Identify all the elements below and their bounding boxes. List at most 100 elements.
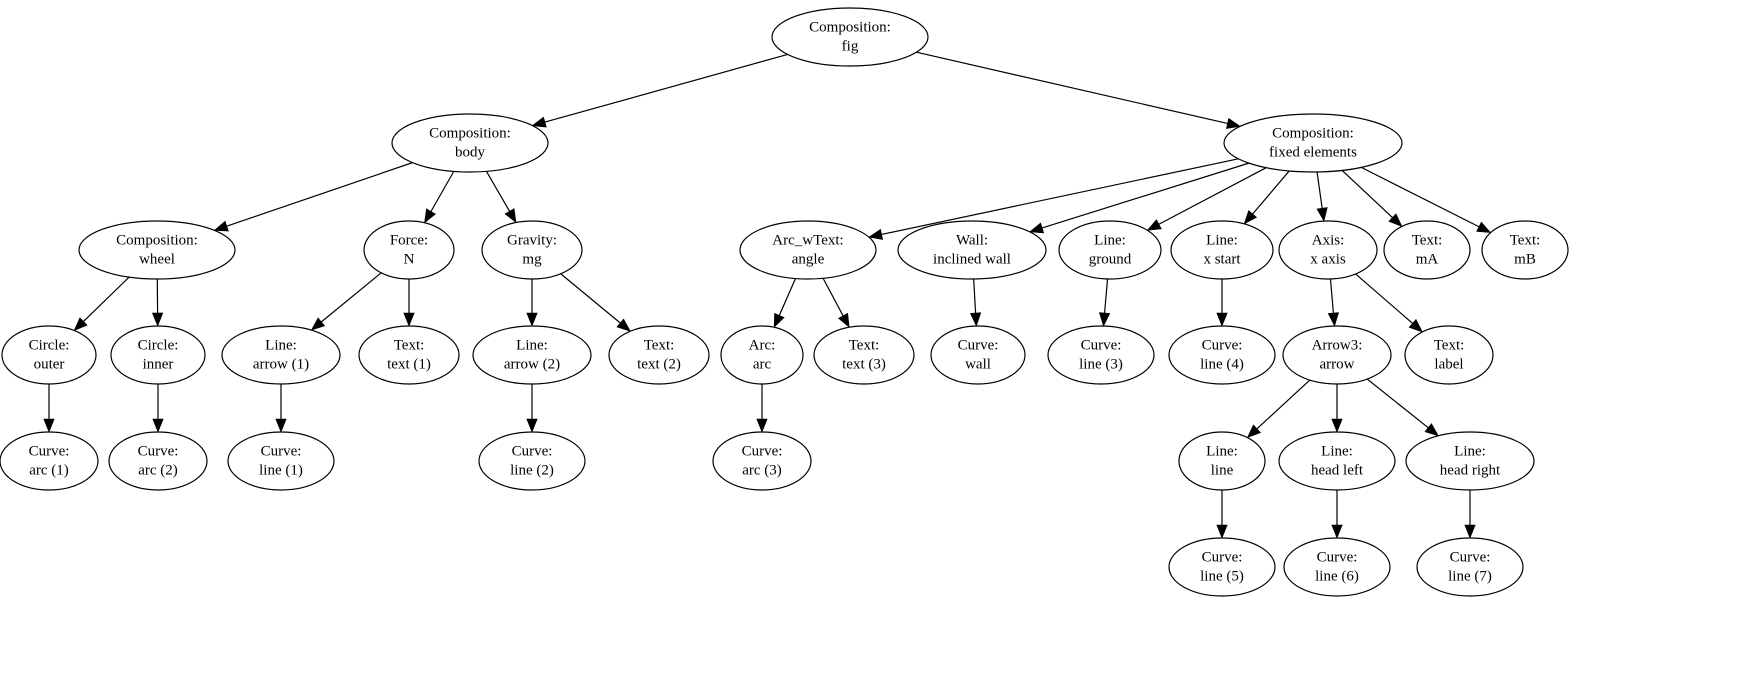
edge-gravitymg-to-linearrow2 <box>526 279 538 327</box>
node-ellipse[interactable] <box>472 325 592 385</box>
node-ellipse[interactable] <box>478 431 586 491</box>
node-arrow3[interactable]: Arrow3:arrow <box>1282 325 1392 385</box>
node-curvearc3[interactable]: Curve:arc (3) <box>712 431 812 491</box>
arrowhead-icon <box>1316 207 1328 222</box>
edge-line <box>1329 278 1335 314</box>
node-arcwtext[interactable]: Arc_wText:angle <box>739 220 877 280</box>
node-ellipse[interactable] <box>813 325 915 385</box>
node-texttext2[interactable]: Text:text (2) <box>608 325 710 385</box>
node-ellipse[interactable] <box>1278 431 1396 491</box>
node-axisx[interactable]: Axis:x axis <box>1278 220 1378 280</box>
arrowhead-icon <box>403 312 415 327</box>
node-circleinner[interactable]: Circle:inner <box>110 325 206 385</box>
node-fixed[interactable]: Composition:fixed elements <box>1223 113 1403 173</box>
node-forcen[interactable]: Force:N <box>363 220 455 280</box>
node-ellipse[interactable] <box>1383 220 1471 280</box>
node-wall[interactable]: Wall:inclined wall <box>897 220 1047 280</box>
node-ellipse[interactable] <box>930 325 1026 385</box>
node-wheel[interactable]: Composition:wheel <box>78 220 236 280</box>
node-ellipse[interactable] <box>1 325 97 385</box>
node-curveline4[interactable]: Curve:line (4) <box>1168 325 1276 385</box>
node-ellipse[interactable] <box>1058 220 1162 280</box>
node-body[interactable]: Composition:body <box>391 113 549 173</box>
node-texttext1[interactable]: Text:text (1) <box>358 325 460 385</box>
node-curvearc1[interactable]: Curve:arc (1) <box>0 431 99 491</box>
node-ellipse[interactable] <box>1168 325 1276 385</box>
node-ellipse[interactable] <box>712 431 812 491</box>
node-label-line1: Text: <box>644 337 675 353</box>
node-gravitymg[interactable]: Gravity:mg <box>481 220 583 280</box>
node-curveline5[interactable]: Curve:line (5) <box>1168 537 1276 597</box>
node-label-line2: line (5) <box>1200 568 1244 584</box>
node-lineheadl[interactable]: Line:head left <box>1278 431 1396 491</box>
node-ellipse[interactable] <box>1170 220 1274 280</box>
node-curvearc2[interactable]: Curve:arc (2) <box>108 431 208 491</box>
node-ellipse[interactable] <box>1481 220 1569 280</box>
edge-circleouter-to-curvearc1 <box>43 384 55 433</box>
node-ellipse[interactable] <box>1282 325 1392 385</box>
node-ellipse[interactable] <box>771 7 929 67</box>
node-ellipse[interactable] <box>1223 113 1403 173</box>
node-ellipse[interactable] <box>1278 220 1378 280</box>
node-curveline3[interactable]: Curve:line (3) <box>1047 325 1155 385</box>
node-layer: Composition:figComposition:bodyCompositi… <box>0 7 1569 597</box>
node-ellipse[interactable] <box>108 431 208 491</box>
node-ellipse[interactable] <box>608 325 710 385</box>
node-ellipse[interactable] <box>227 431 335 491</box>
node-ellipse[interactable] <box>739 220 877 280</box>
node-curveline7[interactable]: Curve:line (7) <box>1416 537 1524 597</box>
node-ellipse[interactable] <box>1404 325 1494 385</box>
arrowhead-icon <box>837 312 850 329</box>
node-ellipse[interactable] <box>1178 431 1266 491</box>
node-label-line2: text (3) <box>842 356 886 372</box>
node-ellipse[interactable] <box>1168 537 1276 597</box>
node-linearrow1[interactable]: Line:arrow (1) <box>221 325 341 385</box>
node-ellipse[interactable] <box>110 325 206 385</box>
node-texttext3[interactable]: Text:text (3) <box>813 325 915 385</box>
node-lineground[interactable]: Line:ground <box>1058 220 1162 280</box>
arrowhead-icon <box>1388 213 1403 228</box>
node-ellipse[interactable] <box>1416 537 1524 597</box>
edge-line <box>83 276 130 322</box>
edge-line <box>544 53 788 123</box>
node-ellipse[interactable] <box>221 325 341 385</box>
node-ellipse[interactable] <box>358 325 460 385</box>
node-ellipse[interactable] <box>1283 537 1391 597</box>
node-circleouter[interactable]: Circle:outer <box>1 325 97 385</box>
node-linearrow2[interactable]: Line:arrow (2) <box>472 325 592 385</box>
node-label-line1: Curve: <box>261 443 302 459</box>
arrowhead-icon <box>424 208 437 224</box>
node-linexstart[interactable]: Line:x start <box>1170 220 1274 280</box>
node-curveline2[interactable]: Curve:line (2) <box>478 431 586 491</box>
node-ellipse[interactable] <box>0 431 99 491</box>
node-ellipse[interactable] <box>481 220 583 280</box>
node-ellipse[interactable] <box>897 220 1047 280</box>
node-lineheadr[interactable]: Line:head right <box>1405 431 1535 491</box>
node-ellipse[interactable] <box>720 325 804 385</box>
node-textma[interactable]: Text:mA <box>1383 220 1471 280</box>
edge-lineground-to-curveline3 <box>1098 278 1111 327</box>
edge-layer <box>43 51 1492 539</box>
node-label-line2: line (1) <box>259 462 303 478</box>
node-label-line2: arrow <box>1320 356 1355 372</box>
edge-line <box>973 278 977 314</box>
node-textlabel[interactable]: Text:label <box>1404 325 1494 385</box>
node-curveline1[interactable]: Curve: line (1) <box>227 431 335 491</box>
arrowhead-icon <box>1464 524 1476 539</box>
arrowhead-icon <box>1146 219 1162 231</box>
arrowhead-icon <box>1246 424 1261 439</box>
edge-fixed-to-linexstart <box>1243 170 1290 225</box>
node-ellipse[interactable] <box>1047 325 1155 385</box>
node-arcarc[interactable]: Arc:arc <box>720 325 804 385</box>
edge-linearrow2-to-curveline2 <box>526 384 538 433</box>
node-curveline6[interactable]: Curve:line (6) <box>1283 537 1391 597</box>
node-lineline[interactable]: Line:line <box>1178 431 1266 491</box>
node-fig[interactable]: Composition:fig <box>771 7 929 67</box>
node-textmb[interactable]: Text:mB <box>1481 220 1569 280</box>
arrowhead-icon <box>969 312 982 327</box>
node-ellipse[interactable] <box>363 220 455 280</box>
node-ellipse[interactable] <box>78 220 236 280</box>
node-curvewall[interactable]: Curve:wall <box>930 325 1026 385</box>
node-ellipse[interactable] <box>1405 431 1535 491</box>
node-ellipse[interactable] <box>391 113 549 173</box>
